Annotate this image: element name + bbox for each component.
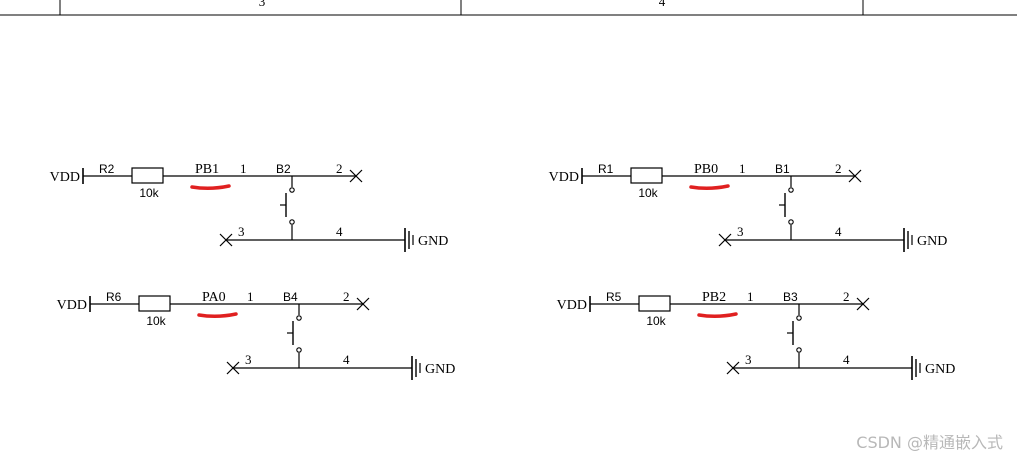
pin-number: 2	[343, 289, 350, 304]
pin-number: 1	[739, 161, 746, 176]
pin-number: 3	[238, 224, 245, 239]
switch-designator: B1	[775, 162, 790, 176]
resistor-value: 10k	[146, 314, 166, 328]
no-connect-cross-stroke	[349, 169, 363, 183]
net-label: PA0	[202, 290, 226, 305]
pin-number: 4	[336, 224, 343, 239]
resistor-value: 10k	[139, 186, 159, 200]
pin-number: 2	[336, 161, 343, 176]
net-highlight-mark	[689, 184, 730, 191]
pin-number: 3	[737, 224, 744, 239]
switch-contact	[788, 187, 794, 193]
pin-number: 4	[835, 224, 842, 239]
pin-number: 1	[247, 289, 254, 304]
resistor-designator: R2	[99, 162, 115, 176]
gnd-label: GND	[917, 234, 947, 249]
resistor-designator: R5	[606, 290, 622, 304]
vdd-label: VDD	[549, 170, 579, 185]
no-connect-cross	[349, 169, 363, 183]
net-label: PB2	[702, 290, 726, 305]
resistor-value: 10k	[646, 314, 666, 328]
switch-designator: B4	[283, 290, 298, 304]
switch-designator: B3	[783, 290, 798, 304]
resistor-body	[638, 295, 671, 312]
pin-number: 1	[747, 289, 754, 304]
vdd-label: VDD	[50, 170, 80, 185]
switch-designator: B2	[276, 162, 291, 176]
net-label: PB0	[694, 162, 718, 177]
no-connect-cross-stroke	[356, 297, 370, 311]
gnd-label: GND	[418, 234, 448, 249]
resistor-designator: R1	[598, 162, 614, 176]
vdd-label: VDD	[57, 298, 87, 313]
switch-contact	[788, 219, 794, 225]
gnd-label: GND	[925, 362, 955, 377]
net-label: PB1	[195, 162, 219, 177]
net-highlight-mark	[190, 184, 231, 191]
csdn-watermark: CSDN @精通嵌入式	[856, 433, 1003, 452]
drawing-frame: 3 4	[0, 0, 1017, 16]
net-highlight-mark	[697, 312, 738, 319]
pin-number: 1	[240, 161, 247, 176]
frame-zone-number: 3	[259, 0, 266, 9]
no-connect-cross	[856, 297, 870, 311]
pin-number: 2	[843, 289, 850, 304]
gnd-label: GND	[425, 362, 455, 377]
switch-contact	[289, 219, 295, 225]
pin-number: 4	[843, 352, 850, 367]
net-highlight-mark	[197, 312, 238, 319]
pin-number: 3	[245, 352, 252, 367]
resistor-body	[138, 295, 171, 312]
pin-number: 4	[343, 352, 350, 367]
pin-number: 2	[835, 161, 842, 176]
no-connect-cross	[356, 297, 370, 311]
no-connect-cross-stroke	[856, 297, 870, 311]
switch-contact	[289, 187, 295, 193]
vdd-label: VDD	[557, 298, 587, 313]
resistor-value: 10k	[638, 186, 658, 200]
switch-contact	[296, 347, 302, 353]
switch-contact	[296, 315, 302, 321]
resistor-body	[630, 167, 663, 184]
resistor-body	[131, 167, 164, 184]
resistor-designator: R6	[106, 290, 122, 304]
no-connect-cross-stroke	[848, 169, 862, 183]
switch-contact	[796, 315, 802, 321]
pin-number: 3	[745, 352, 752, 367]
frame-zone-number: 4	[659, 0, 666, 9]
switch-contact	[796, 347, 802, 353]
no-connect-cross	[848, 169, 862, 183]
